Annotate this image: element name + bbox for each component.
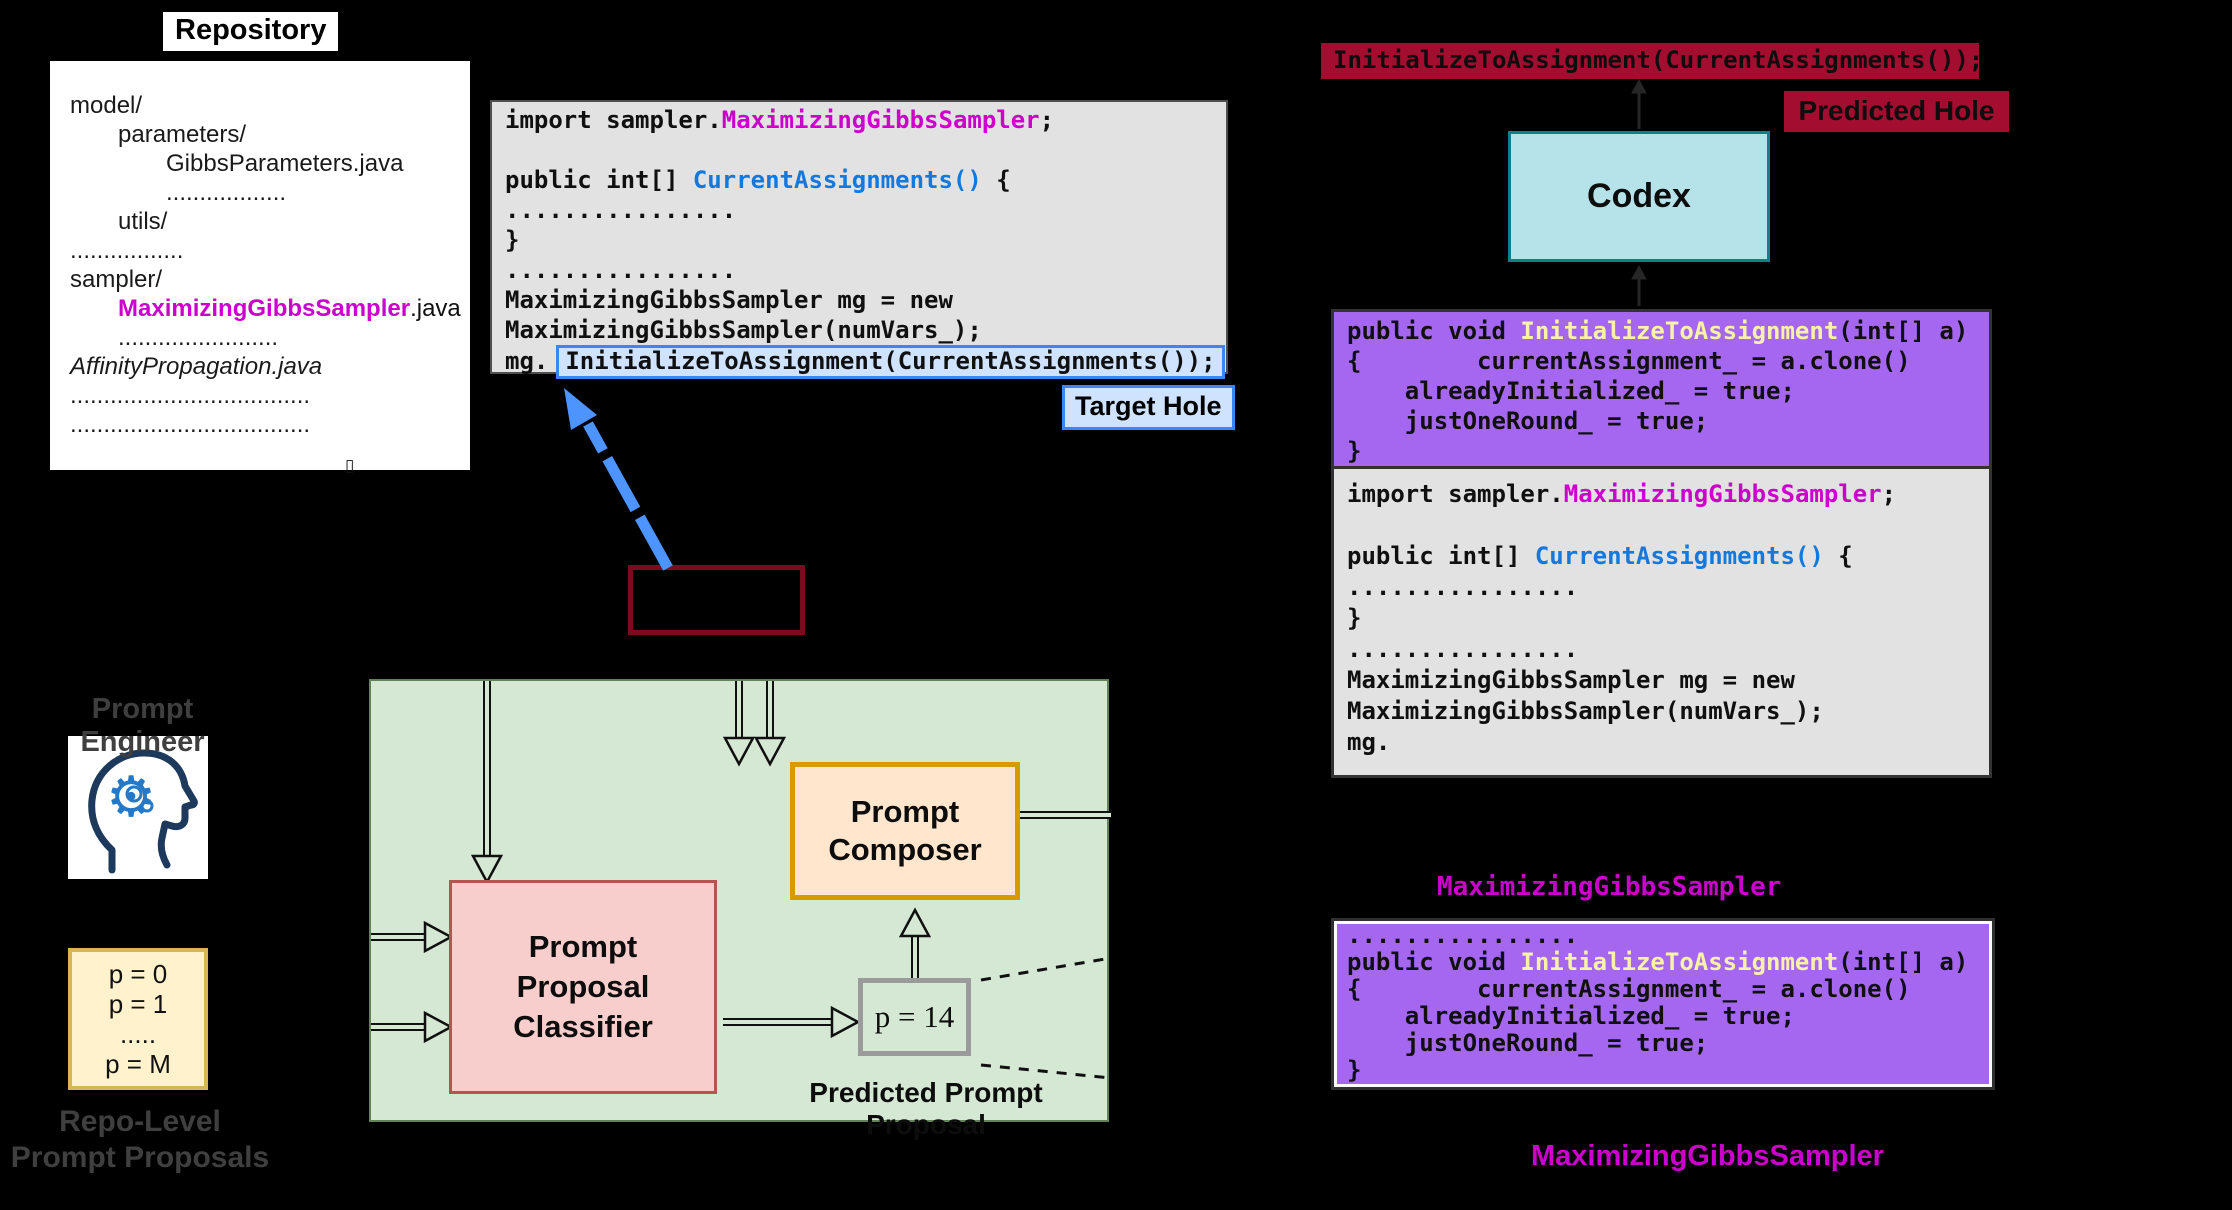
codex-label: Codex (1587, 177, 1691, 215)
dashed-projection-lines (980, 956, 1111, 1080)
prompt-engineer-icon-box: ⚙ (68, 736, 208, 879)
codex-model-box: Codex (1508, 131, 1770, 262)
proposal-source-code-block: ................public void InitializeTo… (1331, 918, 1995, 1090)
target-hole-line: mg.InitializeToAssignment(CurrentAssignm… (505, 345, 1226, 379)
prompt-context-section: import sampler.MaximizingGibbsSampler; p… (1334, 469, 1989, 775)
svg-text:⚙: ⚙ (106, 765, 156, 830)
hole-to-target-blue-arrow (564, 388, 673, 571)
predicted-hole-code: InitializeToAssignment(CurrentAssignment… (1321, 43, 1983, 79)
target-hole-label: Target Hole (1062, 385, 1235, 430)
predicted-prompt-proposal-caption: Predicted Prompt Proposal (809, 1077, 1043, 1140)
target-hole-line-prefix: mg. (505, 347, 549, 375)
target-file-code-panel: import sampler.MaximizingGibbsSampler; p… (490, 100, 1228, 379)
pipeline-arrows (371, 681, 1111, 1080)
repository-title: Repository (163, 12, 339, 51)
repository-file-tree: model/parameters/GibbsParameters.java...… (70, 92, 461, 438)
composed-prompt-block: public void InitializeToAssignment(int[]… (1331, 309, 1992, 778)
head-gears-icon: ⚙ (88, 749, 198, 874)
proposal-source-file-label-bottom: MaximizingGibbsSampler (1531, 1140, 1884, 1172)
predicted-proposal-box: p = 14 (858, 978, 971, 1056)
overflow-glyph: ▯ (345, 456, 355, 475)
outline-arrows (371, 681, 1111, 1044)
prompt-proposal-section: public void InitializeToAssignment(int[]… (1334, 312, 1989, 469)
target-hole-highlight: InitializeToAssignment(CurrentAssignment… (556, 345, 1225, 379)
predicted-proposal-value: p = 14 (874, 999, 955, 1034)
repository-panel: model/parameters/GibbsParameters.java...… (50, 61, 470, 475)
target-file-code-lines: import sampler.MaximizingGibbsSampler; p… (505, 106, 1055, 344)
predicted-hole-label: Predicted Hole (1784, 91, 2009, 132)
proposal-source-file-label-top: MaximizingGibbsSampler (1437, 872, 1782, 902)
hole-marker-box (628, 565, 805, 635)
